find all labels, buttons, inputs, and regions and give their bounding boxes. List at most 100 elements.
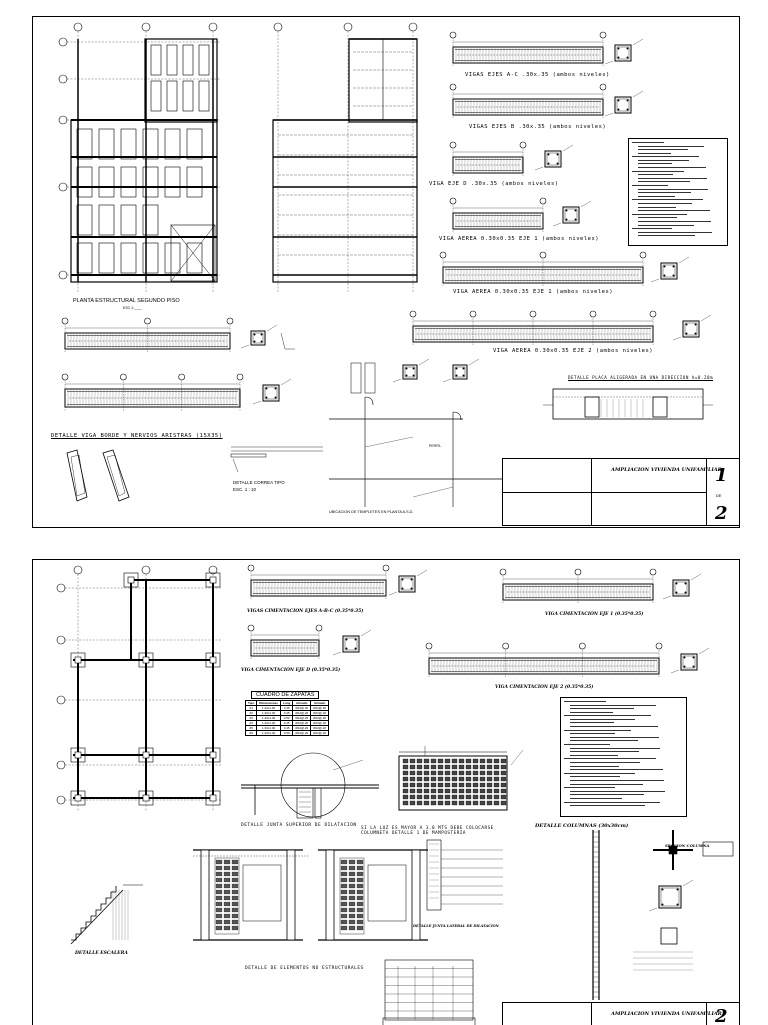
mamposteria-block: [437, 758, 444, 764]
beam-aerea-2-axis-bubble: [469, 310, 477, 318]
mamposteria-block: [402, 758, 409, 764]
losa-nervio: [584, 396, 600, 418]
beam-title-2: VIGAS EJES B .30x.35 (ambos niveles): [469, 124, 607, 130]
mamposteria-block: [451, 800, 458, 806]
beam-aerea-2-rebar-dot: [694, 323, 697, 326]
mamposteria-block: [500, 788, 507, 794]
fplan-footing: [123, 572, 139, 588]
zapata-cell: Ø12@.20: [310, 715, 330, 721]
nonstruct-brick: [215, 871, 223, 877]
mamposteria-block: [465, 782, 472, 788]
plan1-side-bubble: [58, 115, 68, 125]
project-name: AMPLIACION VIVIENDA UNIFAMILIAR: [611, 467, 722, 473]
nonstruct-column: [411, 849, 421, 941]
fplan-footing: [205, 747, 221, 763]
nonstruct-brick: [356, 907, 364, 913]
nonstruct-brick: [340, 889, 348, 895]
mamposteria-block: [493, 758, 500, 764]
plan1-joist-block: [76, 242, 93, 274]
plan1-axis-bubble-2: [208, 22, 218, 32]
plan1-joist-block: [98, 166, 115, 198]
beam-b-rebar-dot: [617, 108, 620, 111]
mamposteria-block: [430, 776, 437, 782]
plan1-joist-block: [150, 44, 162, 76]
mamposteria-block: [444, 776, 451, 782]
nonstruct-column: [325, 849, 335, 941]
plan1-joist-block: [142, 242, 159, 274]
column-section-leader: [648, 907, 658, 912]
fbeam-d-leader: [360, 629, 372, 637]
mamposteria-block: [486, 794, 493, 800]
ubicacion-templetes-title: UBICACION DE TEMPLETES EN PLANTA A.S.D.: [329, 510, 414, 514]
nonstruct-brick: [231, 919, 239, 925]
mamposteria-block: [451, 794, 458, 800]
beam-ac-rebar-dot: [626, 56, 629, 59]
mamposteria-block: [472, 764, 479, 770]
nonstruct-brick: [356, 871, 364, 877]
nonstruct-brick: [231, 925, 239, 931]
fbeam-d-rebar-dot: [345, 638, 348, 641]
beam-aerea-2-rebar-dot: [685, 323, 688, 326]
mamposteria-block: [423, 758, 430, 764]
mamposteria-block: [409, 794, 416, 800]
zapata-cell: 1.40x1.40: [256, 730, 281, 736]
beam-ac-section-stirrup: [616, 46, 630, 60]
nonstruct-brick: [348, 877, 356, 883]
nonstruct-brick: [356, 877, 364, 883]
fbeam-1-section-stirrup: [674, 581, 688, 595]
nonstruct-brick: [340, 877, 348, 883]
col-detail-rebar-dot: [462, 367, 465, 370]
fplan-footing: [70, 747, 86, 763]
nonstruct-brick: [231, 859, 239, 865]
plan1-joist-block: [182, 44, 194, 76]
mamposteria-block: [444, 764, 451, 770]
detalle-no-estructurales-title: DETALLE DE ELEMENTOS NO ESTRUCTURALES: [245, 966, 364, 971]
plan2-main-body: [272, 119, 418, 283]
nonstruct-brick: [223, 865, 231, 871]
mamposteria-block: [416, 758, 423, 764]
mamposteria-block: [444, 770, 451, 776]
mamposteria-block: [409, 776, 416, 782]
mamposteria-block: [423, 782, 430, 788]
col-detail-section: [402, 364, 418, 380]
fbeam-d-axis-bubble: [247, 624, 255, 632]
nonstruct-brick: [356, 889, 364, 895]
nonstruct-column: [286, 849, 296, 941]
title-block-1: AMPLIACION VIVIENDA UNIFAMILIAR 1 DE 2: [502, 458, 739, 526]
beam-tipo-1-rebar-dot: [253, 340, 256, 343]
mamposteria-block: [472, 770, 479, 776]
fplan-axis-bubble-1: [141, 565, 151, 575]
nonstruct-brick: [348, 871, 356, 877]
zapata-cell: Ø12@.20: [292, 710, 312, 716]
plan1-joist-block: [120, 128, 137, 160]
mamposteria-block: [437, 782, 444, 788]
col-detail-rebar-dot: [455, 367, 458, 370]
fbeam-abc-rebar-dot: [401, 587, 404, 590]
plan1-opening-cross: [170, 224, 216, 282]
nonstruct-brick: [223, 871, 231, 877]
mamposteria-block: [479, 782, 486, 788]
plan1-joist-block: [186, 242, 203, 274]
nonstruct-brick: [340, 865, 348, 871]
zapata-cell: Ø12@.20: [292, 730, 312, 736]
nonstruct-brick: [223, 859, 231, 865]
col-detail-leader: [442, 378, 452, 383]
nonstruct-brick: [231, 907, 239, 913]
mamposteria-block: [500, 794, 507, 800]
beam-tipo-1-axis-bubble: [144, 317, 151, 325]
mamposteria-block: [500, 800, 507, 806]
beam-aerea-1-section: [562, 206, 580, 224]
mamposteria-block: [479, 794, 486, 800]
nonstruct-brick: [231, 865, 239, 871]
mamposteria-block: [458, 776, 465, 782]
fbeam-1-rebar-dot: [675, 591, 678, 594]
column-section-leader: [682, 879, 694, 887]
beam-tipo-2-rebar-dot: [274, 387, 277, 390]
stair-slab: [70, 889, 124, 945]
mamposteria-block: [451, 776, 458, 782]
plan2-axis-bubble-2: [408, 22, 418, 32]
mamposteria-block: [402, 800, 409, 806]
col-detail: [350, 362, 362, 394]
column-plan: [668, 845, 678, 855]
mamposteria-block: [472, 794, 479, 800]
